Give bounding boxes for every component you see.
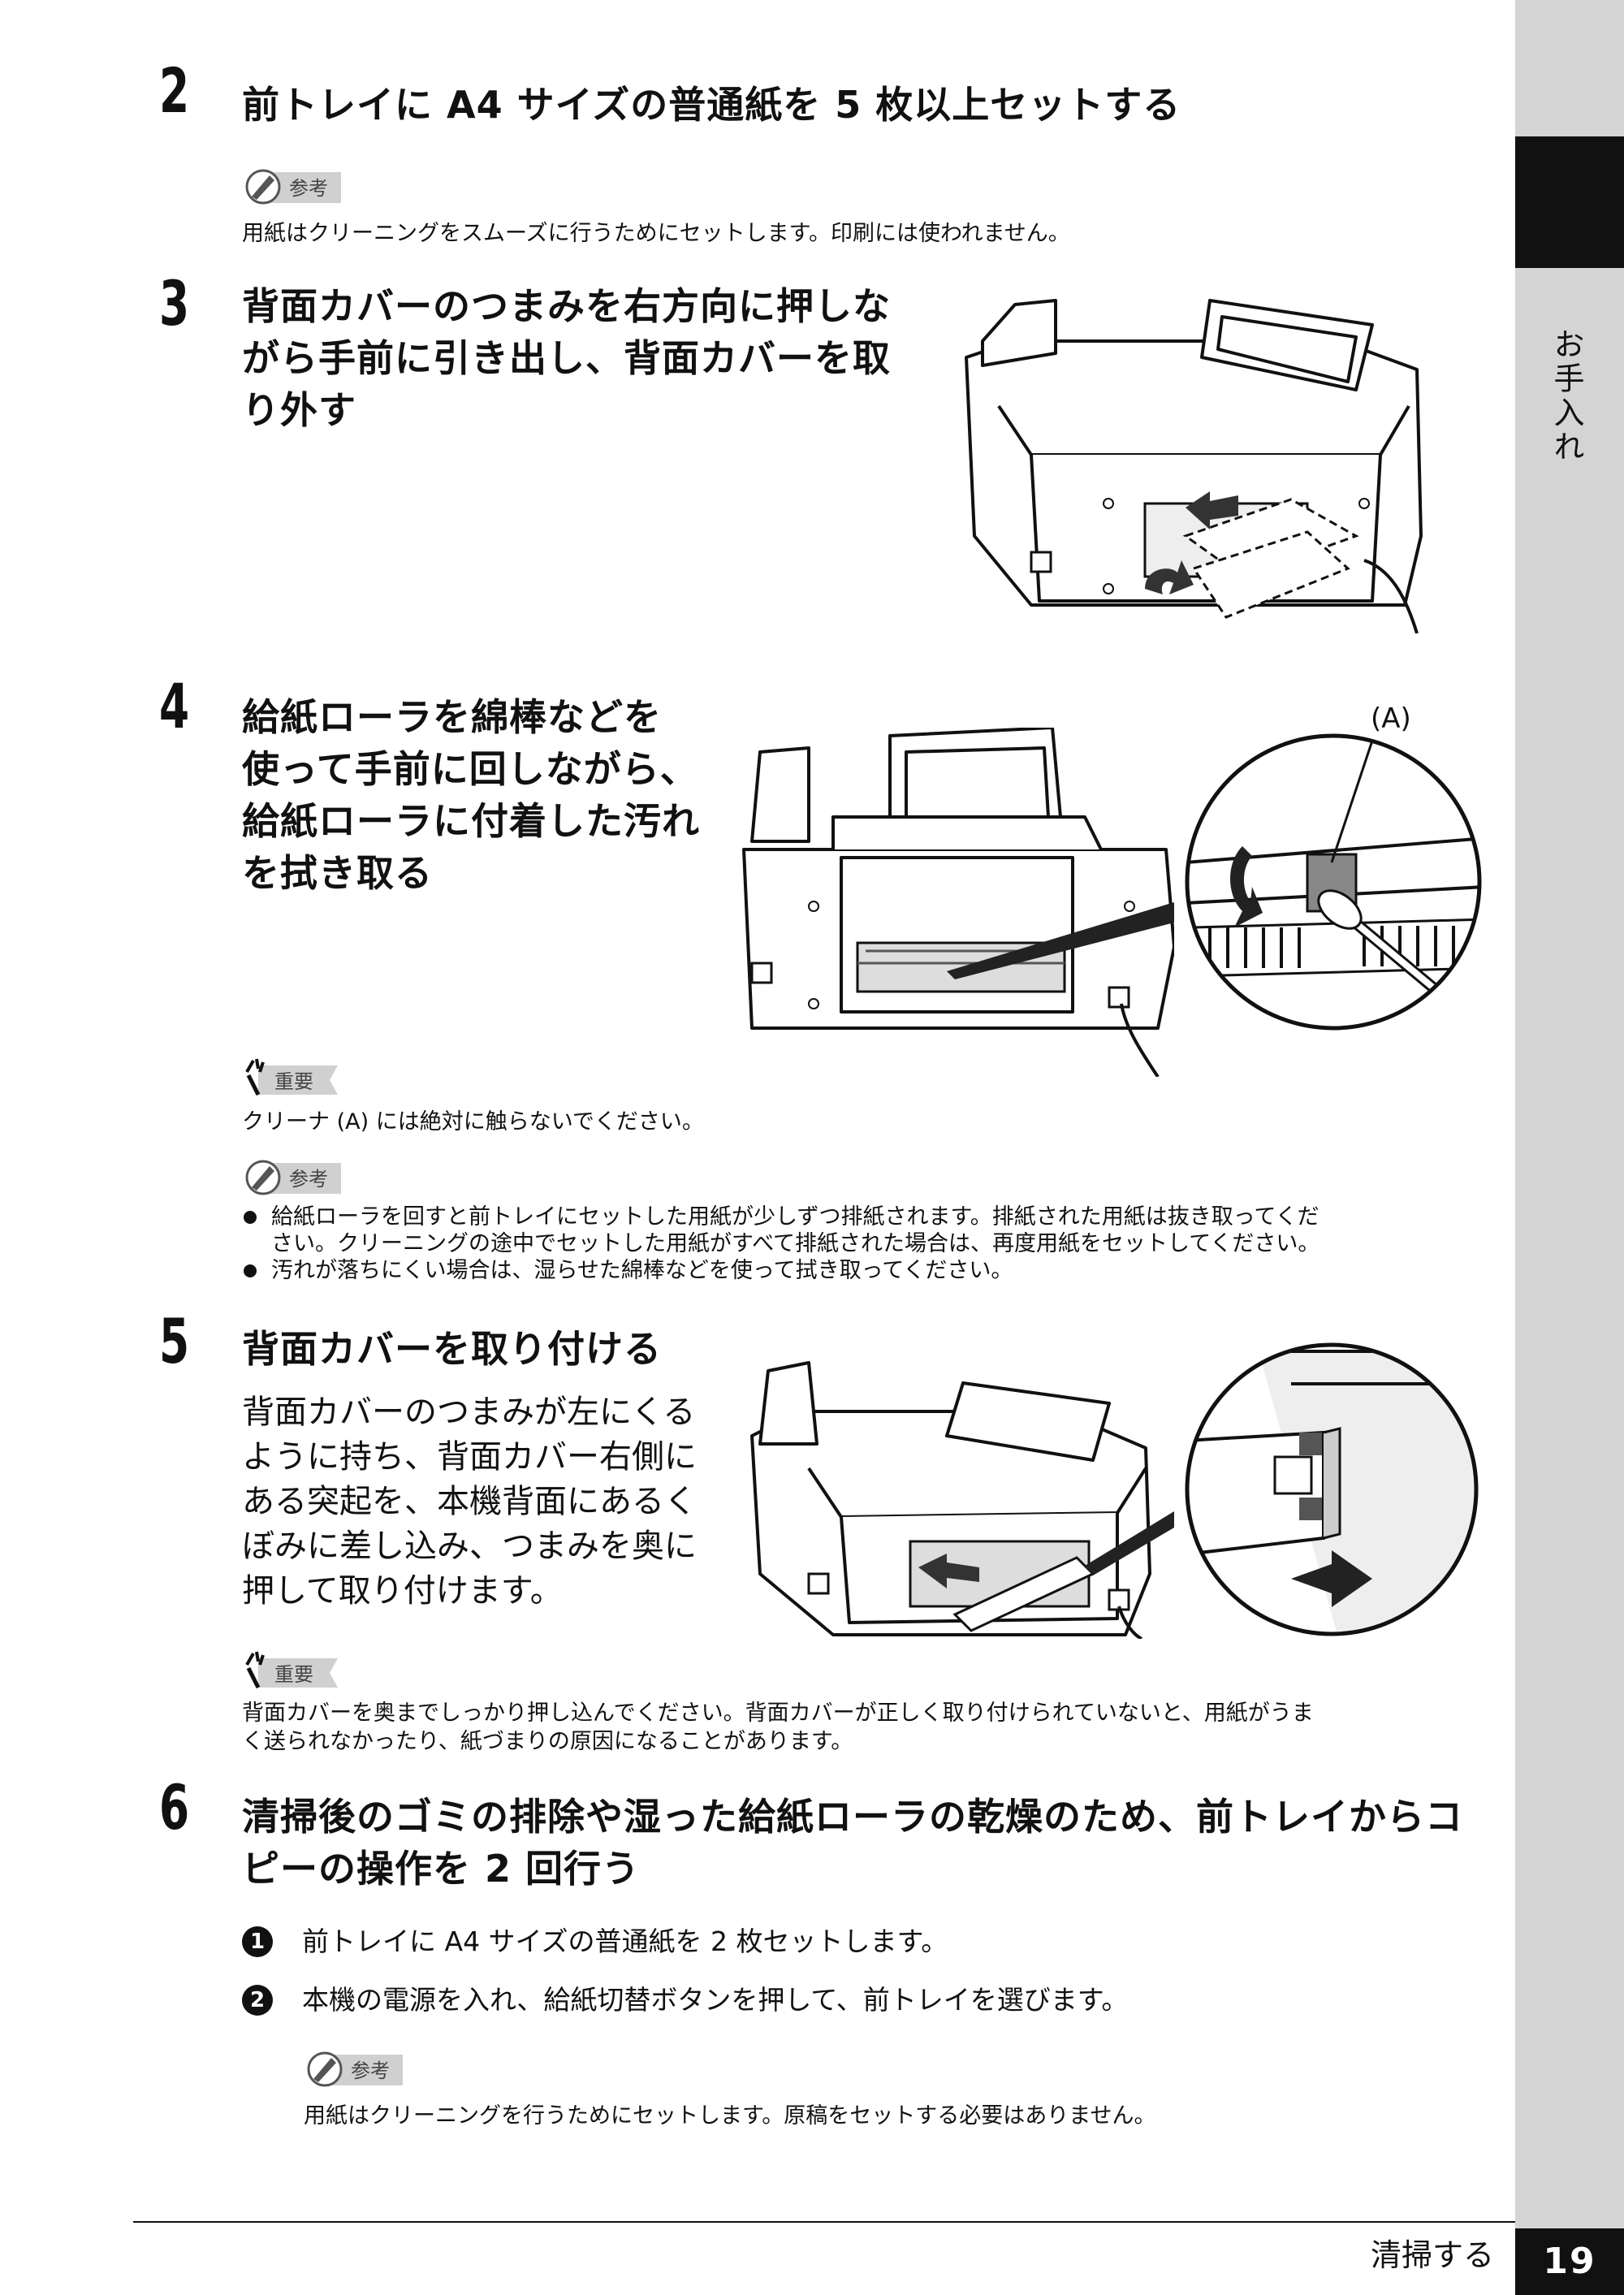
step-number: 5	[159, 1305, 190, 1377]
important-caution-icon: 重要	[245, 1651, 338, 1689]
reference-label: 参考	[289, 177, 328, 200]
cover-tab-closeup-illustration	[1185, 1342, 1479, 1636]
note-text: 用紙はクリーニングをスムーズに行うためにセットします。印刷には使われません。	[242, 221, 1070, 246]
sidebar	[1515, 0, 1624, 2295]
reference-note-icon: 参考	[307, 2051, 403, 2087]
important-label: 重要	[274, 1070, 313, 1093]
sidebar-tab-marker	[1515, 136, 1624, 268]
step-number: 4	[159, 670, 190, 742]
step-body-line: 押して取り付けます。	[242, 1572, 563, 1610]
important-label: 重要	[274, 1663, 313, 1686]
bullet-line: 汚れが落ちにくい場合は、湿らせた綿棒などを使って拭き取ってください。	[271, 1258, 1013, 1283]
step-heading-line: を拭き取る	[242, 851, 433, 895]
reference-label: 参考	[351, 2059, 390, 2082]
substep-text: 本機の電源を入れ、給紙切替ボタンを押して、前トレイを選びます。	[302, 1984, 1129, 2016]
footer-section-label: 清掃する	[1371, 2237, 1495, 2273]
step-heading-line: がら手前に引き出し、背面カバーを取	[242, 336, 891, 380]
step-number: 6	[159, 1771, 190, 1843]
page-number: 19	[1515, 2228, 1624, 2295]
step-heading-line: り外す	[242, 388, 356, 432]
reference-label: 参考	[289, 1168, 328, 1191]
important-text: クリーナ (A) には絶対に触らないでください。	[242, 1109, 704, 1135]
footer-rule	[133, 2221, 1515, 2223]
sidebar-label: お手入れ	[1548, 328, 1584, 465]
printer-rear-cover-removal-illustration	[965, 299, 1423, 633]
note-bullet-list: 給紙ローラを回すと前トレイにセットした用紙が少しずつ排紙されます。排紙された用紙…	[240, 1204, 1507, 1284]
substep-marker: 2	[242, 1985, 273, 2016]
step-heading: 前トレイに A4 サイズの普通紙を 5 枚以上セットする	[242, 83, 1181, 127]
step-heading-line: 背面カバーのつまみを右方向に押しな	[242, 284, 891, 328]
reference-note-icon: 参考	[245, 1160, 341, 1195]
step-number: 2	[159, 54, 190, 127]
step-body-line: ように持ち、背面カバー右側に	[242, 1438, 697, 1476]
list-item: 給紙ローラを回すと前トレイにセットした用紙が少しずつ排紙されます。排紙された用紙…	[240, 1204, 1507, 1257]
printer-rear-cover-attach-illustration	[750, 1361, 1174, 1639]
substep-marker: 1	[242, 1926, 273, 1957]
important-text-line: く送られなかったり、紙づまりの原因になることがあります。	[242, 1729, 853, 1754]
step-heading-line: 使って手前に回しながら、	[242, 747, 698, 791]
step-heading-line: 清掃後のゴミの排除や湿った給紙ローラの乾燥のため、前トレイからコ	[242, 1795, 1463, 1839]
step-body-line: 背面カバーのつまみが左にくる	[242, 1394, 696, 1431]
step-body-line: ぼみに差し込み、つまみを奥に	[242, 1528, 697, 1565]
substep-text: 前トレイに A4 サイズの普通紙を 2 枚セットします。	[302, 1925, 948, 1957]
note-text: 用紙はクリーニングを行うためにセットします。原稿をセットする必要はありません。	[304, 2103, 1156, 2129]
bullet-line: 給紙ローラを回すと前トレイにセットした用紙が少しずつ排紙されます。排紙された用紙…	[271, 1204, 1320, 1230]
printer-rear-roller-illustration	[742, 728, 1174, 1077]
step-heading-line: ピーの操作を 2 回行う	[242, 1847, 641, 1891]
important-text-line: 背面カバーを奥までしっかり押し込んでください。背面カバーが正しく取り付けられてい…	[242, 1701, 1314, 1726]
step-number: 3	[159, 267, 190, 339]
important-caution-icon: 重要	[245, 1058, 338, 1096]
step-heading-line: 給紙ローラを綿棒などを	[242, 695, 662, 739]
callout-a-label: (A)	[1371, 702, 1411, 735]
step-heading-line: 給紙ローラに付着した汚れ	[242, 799, 700, 843]
step-body-line: ある突起を、本機背面にあるく	[242, 1483, 697, 1520]
bullet-line: さい。クリーニングの途中でセットした用紙がすべて排紙された場合は、再度用紙をセッ…	[271, 1231, 1320, 1256]
roller-closeup-illustration: (A)	[1185, 702, 1482, 1031]
list-item: 汚れが落ちにくい場合は、湿らせた綿棒などを使って拭き取ってください。	[240, 1257, 1507, 1284]
reference-note-icon: 参考	[245, 169, 341, 205]
step-heading: 背面カバーを取り付ける	[242, 1327, 662, 1371]
